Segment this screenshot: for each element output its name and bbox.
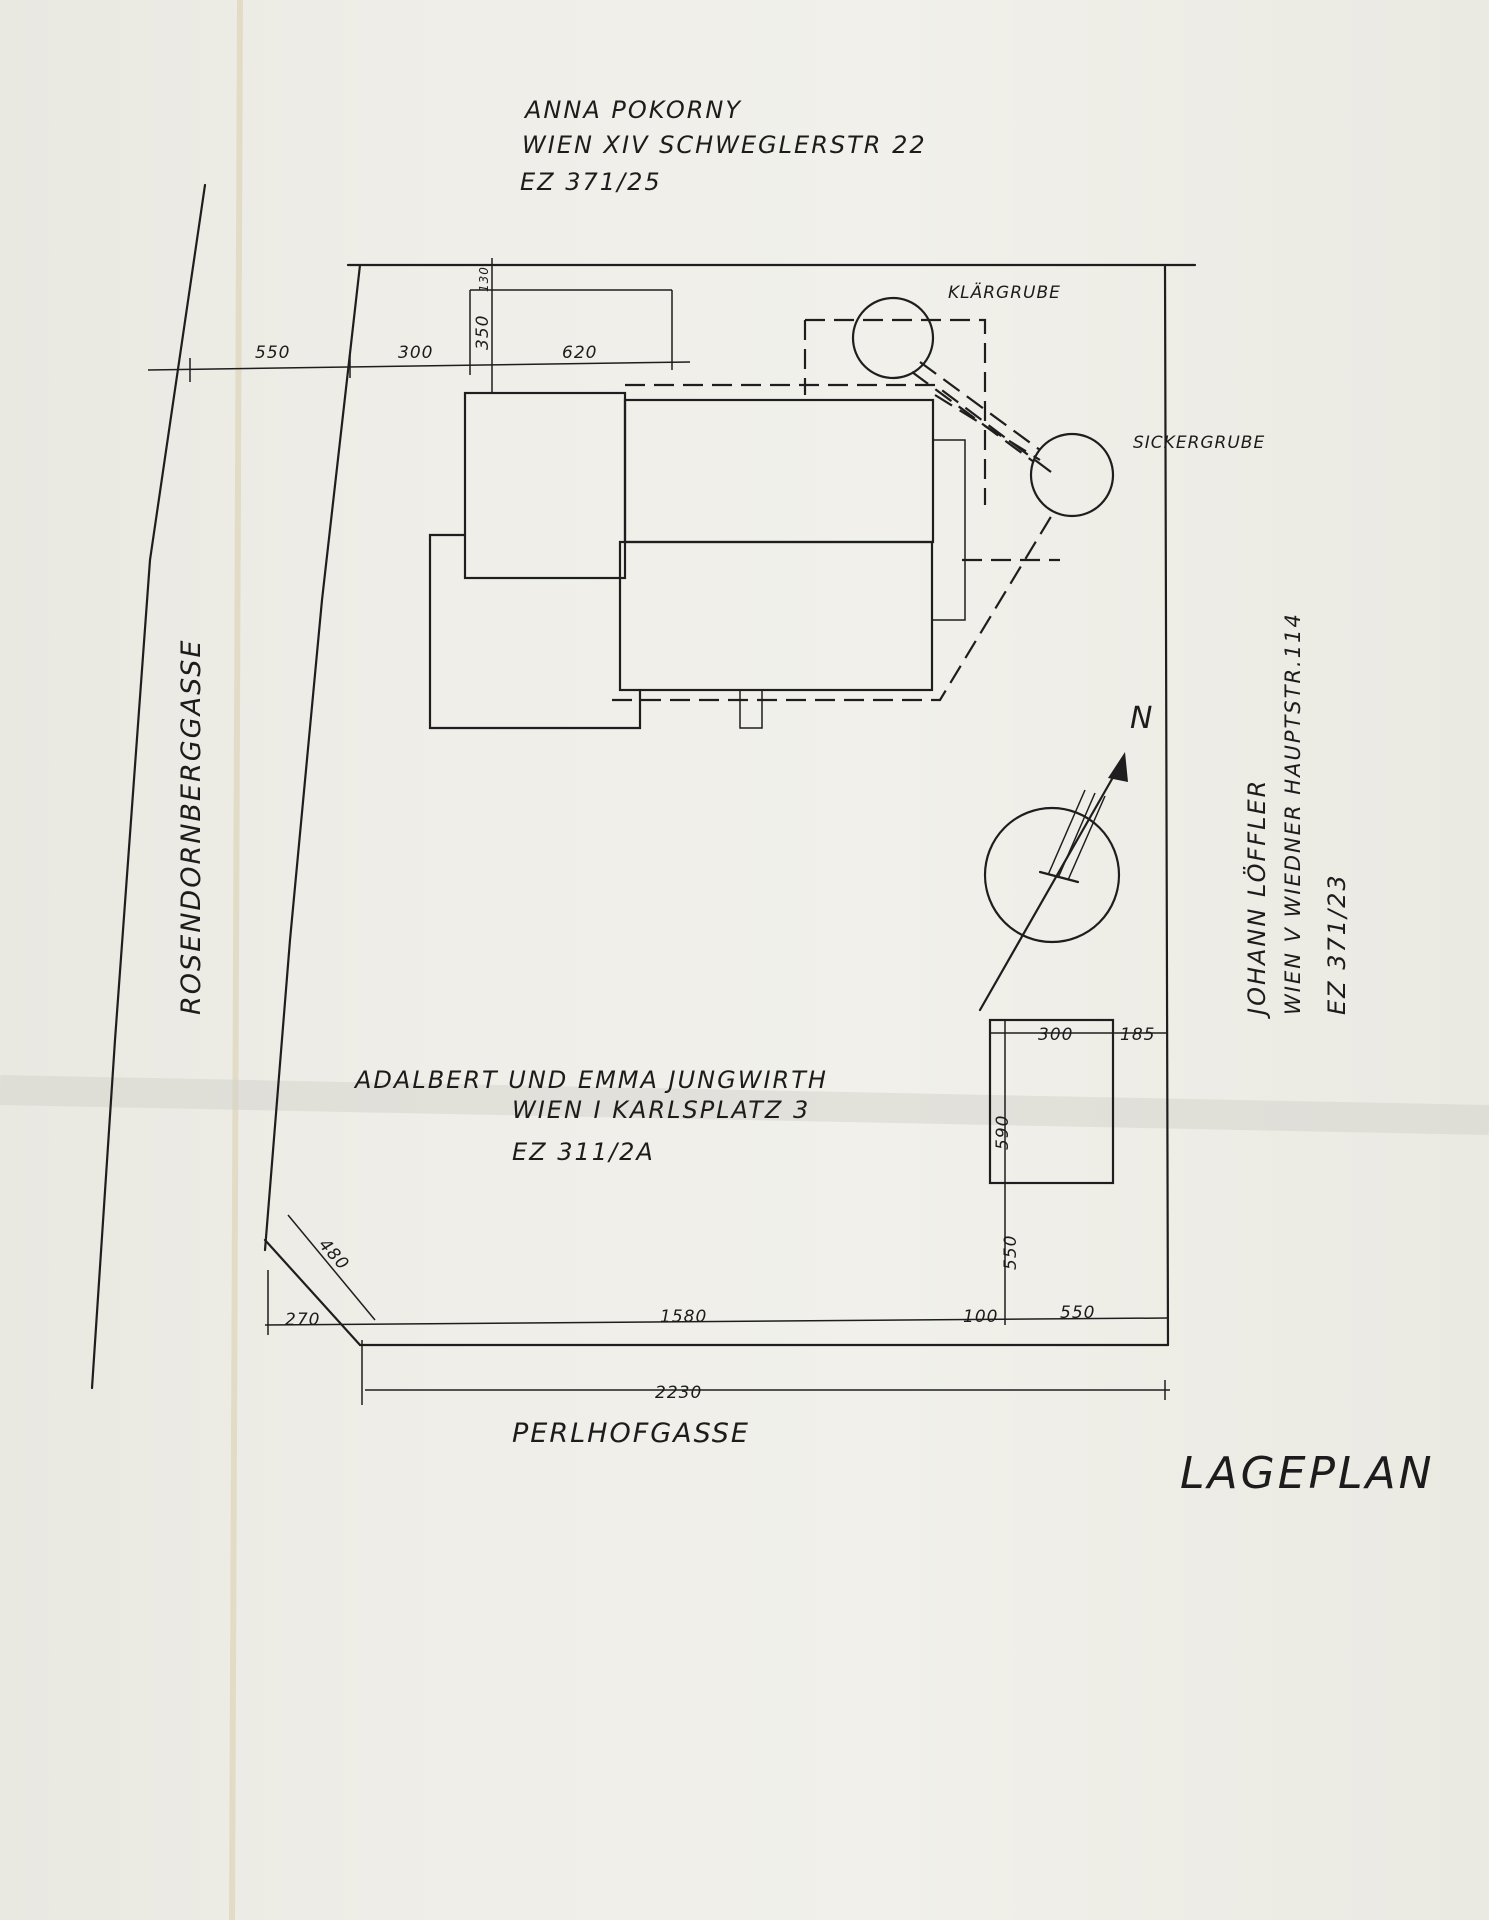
dim-185: 185 [1120,1025,1155,1045]
owner-name: ADALBERT UND EMMA JUNGWIRTH [353,1066,828,1094]
label-klaergrube: KLÄRGRUBE [948,282,1061,303]
owner-address: WIEN I KARLSPLATZ 3 [512,1096,810,1124]
north-neighbor-address: WIEN XIV SCHWEGLERSTR 22 [522,131,927,159]
dim-590: 590 [993,1115,1013,1150]
sickergrube-circle [1029,432,1115,518]
drain-outline-1 [805,318,987,505]
dim-550-side: 550 [1001,1235,1021,1270]
dim-line-bottom [264,1317,1169,1326]
north-arrow-shaft [978,763,1122,1012]
building-main-north [623,398,935,544]
entrance-step [739,689,763,729]
boundary-corner-cut [263,1238,362,1347]
street-west-label: ROSENDORNBERGGASSE [176,639,207,1015]
dim-270: 270 [285,1310,320,1330]
terrace-outline [428,533,642,730]
east-neighbor-ez: EZ 371/23 [1323,873,1351,1015]
label-north: N [1130,701,1154,736]
boundary-west [263,263,362,1252]
dim-550-top: 550 [255,343,290,363]
building-annex [932,439,966,621]
dim-300-top: 300 [398,343,433,363]
owner-ez: EZ 311/2A [512,1138,655,1166]
fold-crease-vertical [229,0,243,1920]
dim-line-top [147,361,691,371]
boundary-east [1163,263,1170,1347]
north-neighbor-name: ANNA POKORNY [523,96,742,124]
dim-2230: 2230 [655,1383,702,1403]
dim-line-diagonal [287,1214,376,1321]
garage-outline [988,1018,1115,1185]
east-neighbor-name: JOHANN LÖFFLER [1242,779,1271,1019]
plan-title: LAGEPLAN [1180,1448,1435,1499]
building-main-south [618,540,934,692]
label-sickergrube: SICKERGRUBE [1133,433,1265,453]
street-edge-line [90,183,207,1390]
dim-100: 100 [963,1307,998,1327]
building-west-wing [463,391,627,580]
dim-1580: 1580 [660,1307,707,1327]
dim-350: 350 [473,315,493,350]
north-arrow-circle [983,806,1121,944]
dim-130: 130 [477,266,491,292]
klaergrube-circle [851,296,935,380]
dim-550-bottom: 550 [1060,1303,1095,1323]
fold-crease-horizontal [0,1075,1489,1135]
dim-300-garage: 300 [1038,1025,1073,1045]
north-arrow-head [1108,752,1128,782]
east-neighbor-address: WIEN V WIEDNER HAUPTSTR.114 [1281,612,1305,1015]
drain-line-south [612,509,1056,702]
street-south-label: PERLHOFGASSE [512,1418,750,1449]
north-neighbor-ez: EZ 371/25 [520,168,662,196]
dim-620: 620 [562,343,597,363]
